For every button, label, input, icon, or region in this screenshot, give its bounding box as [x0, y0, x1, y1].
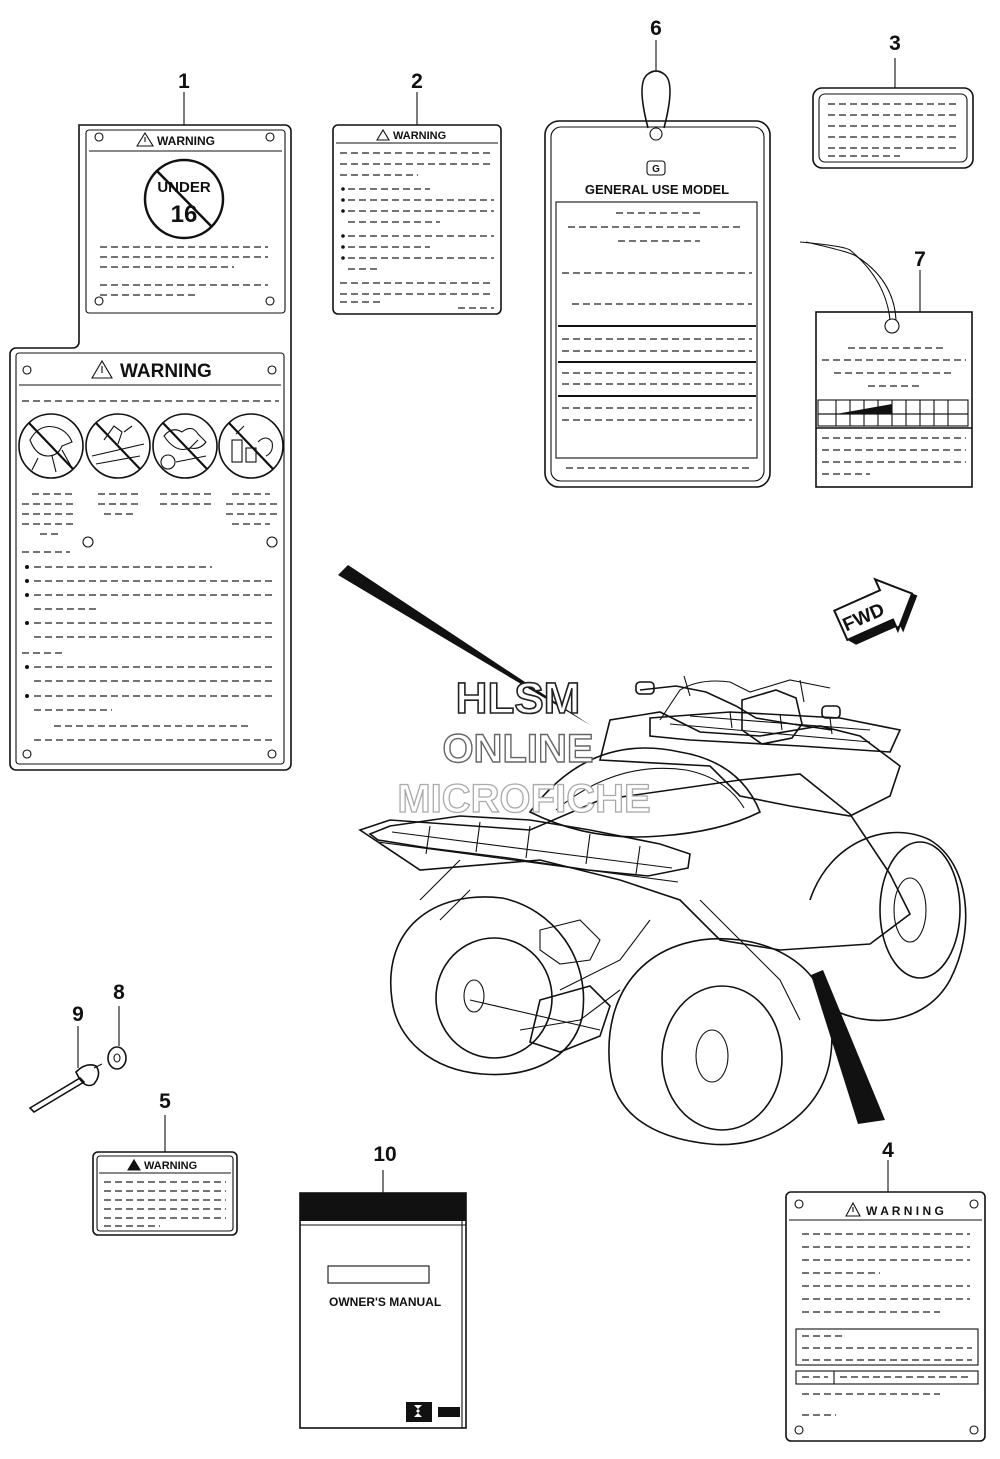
label-2-warning[interactable]: WARNING	[332, 92, 502, 315]
callout-7[interactable]: 7	[914, 248, 926, 271]
under-text: UNDER	[157, 179, 211, 196]
label-7-hang-tag[interactable]	[799, 241, 973, 488]
label-1-top-text-lines	[100, 246, 268, 296]
label-6-general-use-tag[interactable]: G GENERAL USE MODEL	[544, 40, 771, 488]
label-2-warning-title: WARNING	[393, 130, 446, 142]
label-2-text-lines	[340, 152, 494, 309]
callout-10[interactable]: 10	[373, 1143, 396, 1166]
label-7-grid-table	[816, 399, 972, 429]
warning-triangle-icon	[376, 128, 390, 141]
label-1-lower-warning-title: WARNING	[120, 361, 212, 382]
general-use-model-title: GENERAL USE MODEL	[585, 182, 729, 197]
no-passenger-pictogram-icon	[85, 413, 151, 479]
part-10-owners-manual[interactable]: OWNER'S MANUAL	[299, 1170, 467, 1429]
age-text: 16	[171, 201, 198, 228]
callout-1[interactable]: 1	[178, 70, 190, 93]
label-4-warning-title: W A R N I N G	[866, 1204, 944, 1218]
label-5-warning[interactable]: WARNING	[92, 1115, 238, 1236]
no-paved-road-pictogram-icon	[152, 413, 218, 479]
owners-manual-title: OWNER'S MANUAL	[329, 1295, 441, 1309]
label-3-text-lines	[828, 103, 960, 157]
label-5-text-lines	[104, 1181, 226, 1227]
watermark-line-3: MICROFICHE	[397, 777, 650, 821]
label-1-warning-large[interactable]: WARNING UNDER 16 WARNING	[9, 92, 292, 771]
no-helmet-pictogram-icon	[18, 413, 84, 479]
watermark-line-1: HLSM	[456, 674, 581, 723]
no-alcohol-drugs-pictogram-icon	[218, 413, 284, 479]
under-16-prohibition-icon: UNDER 16	[143, 158, 225, 240]
callout-9[interactable]: 9	[72, 1003, 84, 1026]
part-9-rivet[interactable]	[28, 1026, 103, 1114]
label-1-warning-title: WARNING	[157, 134, 215, 148]
label-4-warning[interactable]: W A R N I N G	[785, 1160, 986, 1442]
callout-2[interactable]: 2	[411, 70, 423, 93]
callout-3[interactable]: 3	[889, 32, 901, 55]
atv-line-drawing	[358, 675, 967, 1146]
label-3-label[interactable]	[812, 58, 974, 169]
label-5-warning-title: WARNING	[144, 1160, 197, 1172]
warning-triangle-icon	[136, 131, 154, 147]
warning-triangle-icon	[845, 1201, 861, 1217]
leader-arrow-front	[338, 565, 590, 725]
g-mark: G	[652, 164, 660, 175]
label-6-text-lines	[558, 212, 756, 469]
label-7-text-lines	[822, 347, 966, 387]
leader-arrow-rear	[811, 970, 885, 1124]
warning-triangle-icon	[127, 1158, 141, 1171]
watermark-line-2: ONLINE	[442, 727, 593, 771]
callout-8[interactable]: 8	[113, 981, 125, 1004]
warning-triangle-icon	[91, 359, 113, 379]
suzuki-logo-icon	[406, 1402, 432, 1422]
callout-6[interactable]: 6	[650, 17, 662, 40]
callout-4[interactable]: 4	[882, 1139, 894, 1162]
label-1-pictogram-captions	[22, 493, 280, 535]
callout-5[interactable]: 5	[159, 1090, 171, 1113]
label-7-bottom-text-lines	[822, 437, 966, 475]
label-1-bottom-text-lines	[22, 551, 272, 741]
fwd-direction-arrow-icon: FWD	[832, 577, 918, 645]
watermark: HLSM ONLINE MICROFICHE	[397, 673, 652, 821]
label-4-text-lines	[795, 1233, 979, 1416]
part-8-washer[interactable]	[107, 1006, 127, 1070]
